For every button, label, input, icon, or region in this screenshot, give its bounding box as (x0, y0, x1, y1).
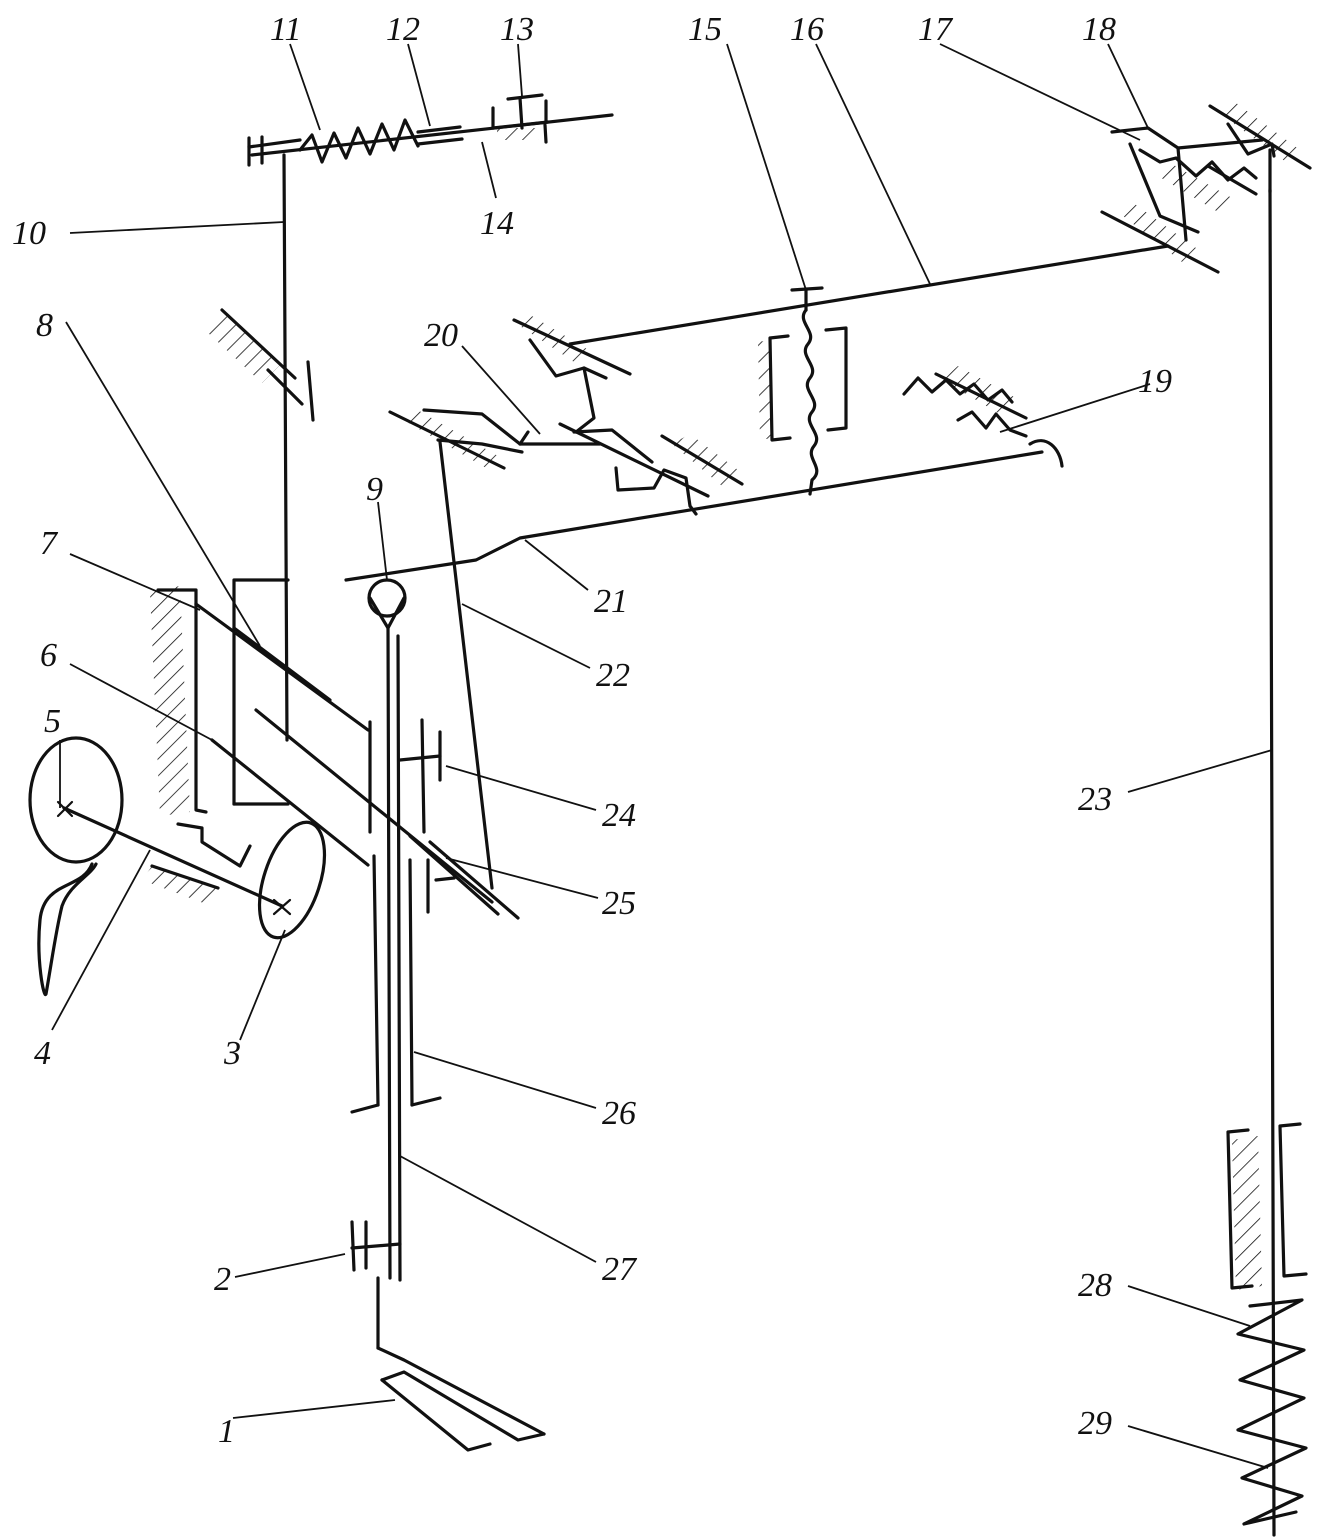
pivot-3-ellipse (257, 820, 327, 940)
pivot-5-lobe (37, 862, 98, 997)
label-17: 17 (918, 11, 954, 48)
joint-19 (902, 366, 1064, 468)
collar-2 (350, 1242, 402, 1250)
rod-22 (438, 440, 494, 890)
center-shaft-assembly (350, 578, 546, 1452)
link-7 (194, 602, 370, 732)
label-21: 21 (594, 583, 628, 620)
number-labels: 1 2 3 4 5 6 7 8 9 10 11 12 13 14 15 16 1… (12, 11, 1172, 1450)
joint-20 (388, 316, 744, 516)
spring-28 (1236, 1298, 1308, 1526)
linkage-4 (28, 736, 327, 997)
diagonal-links (194, 602, 494, 904)
bracket-lower (142, 822, 252, 904)
top-spring-assembly (247, 93, 614, 742)
bearing-15 (758, 286, 848, 496)
label-18: 18 (1082, 11, 1116, 48)
spring-11 (298, 118, 420, 164)
label-9: 9 (366, 471, 383, 508)
link-8 (232, 626, 332, 702)
stop-13 (506, 93, 544, 101)
label-14: 14 (480, 205, 514, 242)
pedal-arm (376, 1346, 546, 1436)
label-27: 27 (602, 1251, 638, 1288)
joint-17-18 (1100, 100, 1312, 274)
leader-lines (51, 43, 1273, 1469)
label-3: 3 (223, 1035, 241, 1072)
label-8: 8 (36, 307, 53, 344)
label-29: 29 (1078, 1405, 1112, 1442)
lever-10 (282, 153, 289, 742)
pedal-1 (380, 1370, 546, 1442)
label-4: 4 (34, 1035, 51, 1072)
label-25: 25 (602, 885, 636, 922)
label-13: 13 (500, 11, 534, 48)
label-26: 26 (602, 1095, 636, 1132)
lever-16 (568, 244, 1170, 346)
label-12: 12 (386, 11, 420, 48)
label-11: 11 (270, 11, 301, 48)
tube-26-left (372, 854, 380, 1107)
rod-23 (1226, 188, 1308, 1537)
rod-14 (250, 113, 614, 157)
label-23: 23 (1078, 781, 1112, 818)
sleeve-12 (416, 125, 462, 134)
pivot-5-wheel (28, 736, 124, 864)
label-20: 20 (424, 317, 458, 354)
label-15: 15 (688, 11, 722, 48)
tube-26-right (408, 858, 414, 1107)
label-10: 10 (12, 215, 46, 252)
collar-24 (398, 754, 442, 762)
link-25 (408, 834, 500, 916)
left-frame-7 (150, 578, 290, 816)
label-28: 28 (1078, 1267, 1112, 1304)
lever-6 (210, 738, 370, 867)
label-1: 1 (218, 1413, 235, 1450)
label-5: 5 (44, 703, 61, 740)
label-7: 7 (40, 525, 59, 562)
label-2: 2 (214, 1261, 231, 1298)
label-19: 19 (1138, 363, 1172, 400)
label-22: 22 (596, 657, 630, 694)
block-8 (232, 578, 290, 806)
label-16: 16 (790, 11, 824, 48)
shaft-27 (386, 626, 392, 1280)
ball-9 (367, 578, 407, 618)
label-6: 6 (40, 637, 57, 674)
bearing-lever-10 (205, 308, 315, 422)
label-24: 24 (602, 797, 636, 834)
lever-21 (344, 450, 1044, 582)
